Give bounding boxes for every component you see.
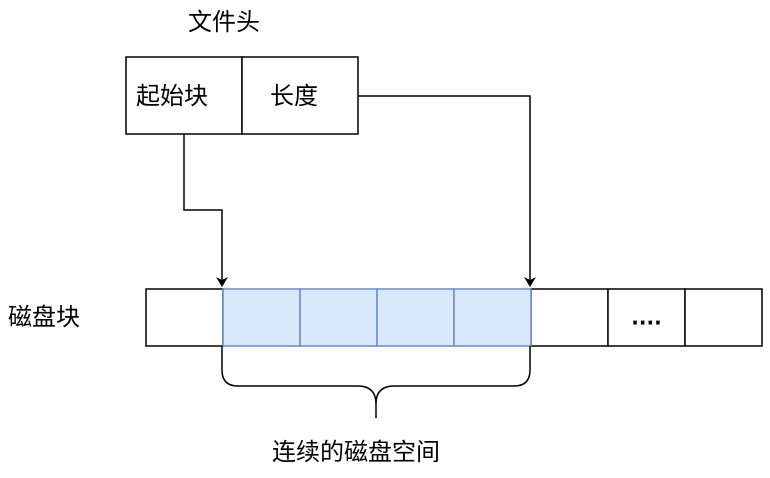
contiguous-space-label: 连续的磁盘空间 <box>272 438 440 466</box>
length-field-box <box>241 56 359 135</box>
span-brace <box>221 346 531 418</box>
disk-block-highlighted <box>299 288 378 347</box>
disk-block-highlighted <box>222 288 301 347</box>
disk-block <box>530 288 609 347</box>
disk-block-highlighted <box>453 288 532 347</box>
start-block-arrow <box>183 134 228 287</box>
length-arrow <box>358 95 536 287</box>
disk-block <box>684 288 763 347</box>
disk-block <box>145 288 224 347</box>
disk-block-row: .... <box>145 288 763 347</box>
file-header-title: 文件头 <box>188 8 260 36</box>
disk-block <box>607 288 686 347</box>
disk-blocks-label: 磁盘块 <box>8 303 80 331</box>
disk-block-ellipsis: .... <box>631 306 661 330</box>
start-block-field-box <box>125 56 243 135</box>
disk-block-highlighted <box>376 288 455 347</box>
length-field-label: 长度 <box>270 82 318 110</box>
file-header-table <box>125 56 359 135</box>
start-block-field-label: 起始块 <box>136 82 208 110</box>
